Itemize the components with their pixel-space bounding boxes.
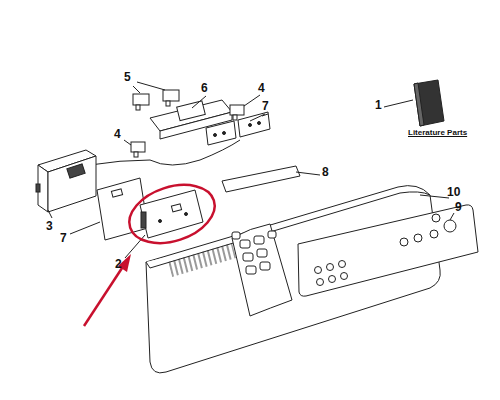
control-module — [36, 150, 96, 212]
leader-lines — [48, 82, 454, 258]
literature-book — [414, 80, 444, 126]
main-control-board — [140, 190, 203, 238]
circuit-board — [206, 112, 270, 145]
highlight-circle — [122, 175, 222, 254]
callout-number: 6 — [201, 82, 208, 94]
callout-number: 2 — [115, 258, 122, 270]
callout-number: 10 — [447, 186, 460, 198]
console-panel — [146, 186, 440, 373]
callout-number: 5 — [124, 71, 131, 83]
literature-label: Literature Parts — [408, 129, 467, 137]
callout-number: 8 — [322, 166, 329, 178]
callout-number: 1 — [375, 99, 382, 111]
callout-number: 7 — [262, 100, 269, 112]
circuit-board — [97, 178, 148, 240]
switch — [131, 105, 244, 157]
callout-number: 7 — [60, 232, 67, 244]
callout-number: 4 — [258, 82, 265, 94]
wire-harness — [150, 140, 240, 165]
handle — [222, 166, 300, 192]
callout-number: 9 — [455, 201, 462, 213]
callout-number: 3 — [46, 220, 53, 232]
faceplate — [298, 205, 478, 296]
pointer-arrow — [84, 254, 131, 326]
callout-number: 4 — [114, 128, 121, 140]
wire-harness — [90, 160, 150, 165]
